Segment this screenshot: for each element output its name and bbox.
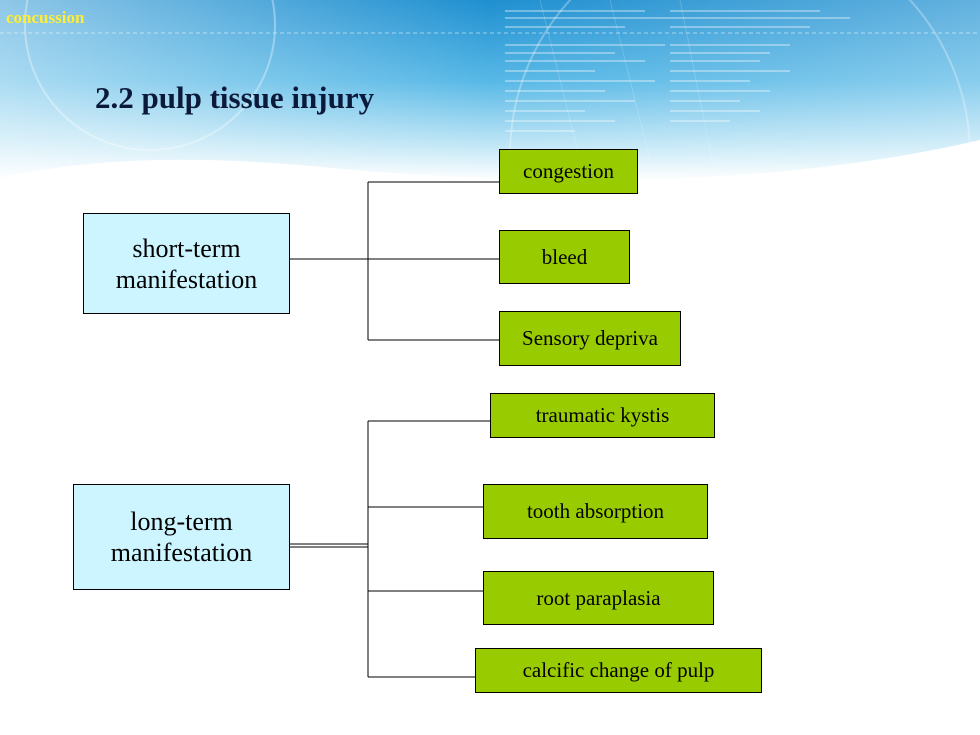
category-short-term: short-term manifestation — [83, 213, 290, 314]
leaf-congestion: congestion — [499, 149, 638, 194]
leaf-sensory-depriva: Sensory depriva — [499, 311, 681, 366]
category-long-term: long-term manifestation — [73, 484, 290, 590]
leaf-bleed: bleed — [499, 230, 630, 284]
leaf-tooth-absorption: tooth absorption — [483, 484, 708, 539]
category-label: long-term manifestation — [110, 507, 253, 567]
leaf-calcific-change: calcific change of pulp — [475, 648, 762, 693]
slide-title: 2.2 pulp tissue injury — [95, 80, 375, 115]
leaf-root-paraplasia: root paraplasia — [483, 571, 714, 625]
slide-tag: concussion — [6, 8, 85, 27]
category-label: short-term manifestation — [115, 233, 258, 294]
leaf-traumatic-kystis: traumatic kystis — [490, 393, 715, 438]
